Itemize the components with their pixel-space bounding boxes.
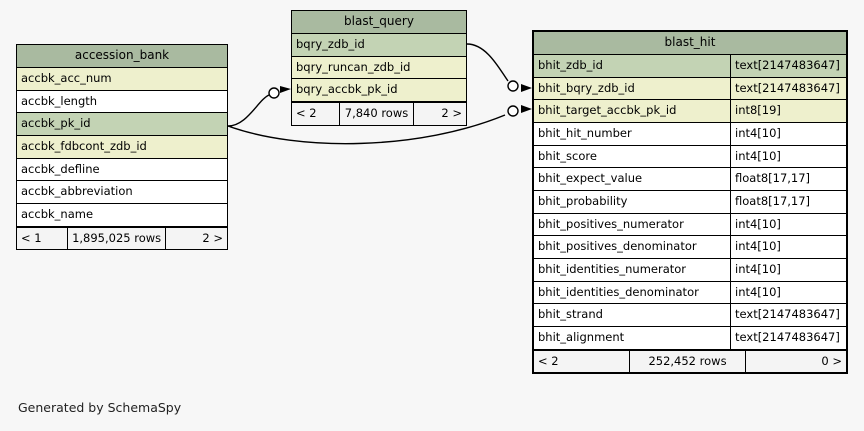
column-name: bhit_zdb_id [538, 58, 603, 73]
next-page-button[interactable]: 0 > [821, 353, 842, 368]
prev-page-button[interactable]: < 2 [292, 103, 340, 125]
column-name: bhit_expect_value [538, 171, 643, 186]
column-type: int4[10] [730, 123, 846, 145]
column-name: accbk_pk_id [21, 116, 91, 131]
column-row-bhit_target_accbk_pk_id[interactable]: bhit_target_accbk_pk_id int8[19] [534, 100, 846, 124]
connector-endpoint-circle [507, 105, 519, 117]
column-row-bhit_alignment[interactable]: bhit_alignment text[2147483647] [534, 326, 846, 350]
column-row-bhit_strand[interactable]: bhit_strand text[2147483647] [534, 304, 846, 327]
column-type: int4[10] [730, 258, 846, 281]
column-row-accbk_fdbcont_zdb_id[interactable]: accbk_fdbcont_zdb_id [17, 136, 227, 159]
column-name: bhit_positives_denominator [538, 239, 697, 254]
column-name: accbk_name [21, 207, 94, 222]
connector-endpoint-circle [507, 80, 519, 92]
column-type: text[2147483647] [730, 326, 846, 349]
column-name: accbk_length [21, 93, 98, 108]
column-name: accbk_abbreviation [21, 184, 133, 199]
column-row-bqry_zdb_id[interactable]: bqry_zdb_id [292, 34, 466, 57]
next-page-button[interactable]: 2 > [202, 230, 223, 245]
next-page-button[interactable]: 2 > [441, 106, 462, 121]
generated-by-label: Generated by SchemaSpy [18, 400, 182, 415]
column-row-accbk_abbreviation[interactable]: accbk_abbreviation [17, 181, 227, 205]
column-type: int4[10] [730, 145, 846, 168]
connector-endpoint-circle [268, 87, 280, 99]
connector-arrowhead [521, 105, 532, 113]
column-row-accbk_acc_num[interactable]: accbk_acc_num [17, 68, 227, 91]
column-row-bhit_probability[interactable]: bhit_probability float8[17,17] [534, 191, 846, 214]
table-blast_hit[interactable]: blast_hit bhit_zdb_id text[2147483647] b… [532, 30, 848, 375]
column-type: float8[17,17] [730, 191, 846, 213]
table-blast_query[interactable]: blast_query bqry_zdb_id bqry_runcan_zdb_… [291, 10, 467, 126]
column-name: bhit_identities_denominator [538, 284, 699, 299]
column-name: bhit_target_accbk_pk_id [538, 103, 677, 118]
column-row-bhit_score[interactable]: bhit_score int4[10] [534, 145, 846, 169]
column-row-bqry_accbk_pk_id[interactable]: bqry_accbk_pk_id [292, 79, 466, 103]
table-footer-blast_query: < 2 7,840 rows 2 > [292, 102, 466, 125]
connector-arrowhead [280, 86, 291, 93]
column-row-bhit_positives_numerator[interactable]: bhit_positives_numerator int4[10] [534, 213, 846, 237]
column-type: text[2147483647] [730, 55, 846, 77]
column-type: int4[10] [730, 213, 846, 236]
row-count-label: 252,452 rows [630, 350, 746, 373]
column-row-bhit_positives_denominator[interactable]: bhit_positives_denominator int4[10] [534, 236, 846, 259]
table-title-blast_hit: blast_hit [534, 32, 846, 56]
column-row-bhit_bqry_zdb_id[interactable]: bhit_bqry_zdb_id text[2147483647] [534, 77, 846, 101]
column-name: accbk_defline [21, 161, 100, 176]
column-type: int4[10] [730, 281, 846, 304]
table-title-accession_bank: accession_bank [17, 45, 227, 69]
column-name: accbk_acc_num [21, 71, 112, 86]
column-row-accbk_length[interactable]: accbk_length [17, 90, 227, 114]
prev-page-button[interactable]: < 2 [534, 350, 630, 373]
table-title-blast_query: blast_query [292, 11, 466, 35]
prev-page-button[interactable]: < 1 [17, 227, 69, 250]
column-name: bqry_runcan_zdb_id [296, 59, 411, 74]
row-count-label: 7,840 rows [340, 103, 414, 125]
table-footer-accession_bank: < 1 1,895,025 rows 2 > [17, 226, 227, 250]
column-name: bqry_zdb_id [296, 37, 365, 52]
column-row-accbk_pk_id[interactable]: accbk_pk_id [17, 113, 227, 137]
column-row-bqry_runcan_zdb_id[interactable]: bqry_runcan_zdb_id [292, 56, 466, 80]
column-type: text[2147483647] [730, 304, 846, 326]
connector-blast_query-blast_hit [466, 43, 532, 92]
column-name: accbk_fdbcont_zdb_id [21, 139, 147, 154]
column-name: bhit_positives_numerator [538, 216, 684, 231]
column-row-bhit_zdb_id[interactable]: bhit_zdb_id text[2147483647] [534, 55, 846, 78]
connector-accession_bank-blast_query [227, 86, 291, 127]
column-name: bqry_accbk_pk_id [296, 82, 398, 97]
column-name: bhit_alignment [538, 329, 625, 344]
column-name: bhit_score [538, 148, 597, 163]
row-count-label: 1,895,025 rows [68, 227, 167, 250]
column-row-accbk_name[interactable]: accbk_name [17, 204, 227, 227]
column-row-bhit_hit_number[interactable]: bhit_hit_number int4[10] [534, 123, 846, 146]
column-row-bhit_identities_denominator[interactable]: bhit_identities_denominator int4[10] [534, 281, 846, 305]
column-name: bhit_hit_number [538, 126, 632, 141]
column-row-accbk_defline[interactable]: accbk_defline [17, 158, 227, 182]
column-type: text[2147483647] [730, 77, 846, 100]
column-name: bhit_probability [538, 194, 628, 209]
column-row-bhit_expect_value[interactable]: bhit_expect_value float8[17,17] [534, 168, 846, 192]
column-name: bhit_bqry_zdb_id [538, 80, 635, 95]
column-type: int8[19] [730, 100, 846, 123]
column-row-bhit_identities_numerator[interactable]: bhit_identities_numerator int4[10] [534, 258, 846, 282]
table-footer-blast_hit: < 2 252,452 rows 0 > [534, 349, 846, 373]
column-type: int4[10] [730, 236, 846, 258]
column-name: bhit_identities_numerator [538, 261, 687, 276]
column-name: bhit_strand [538, 307, 603, 322]
table-accession_bank[interactable]: accession_bank accbk_acc_num accbk_lengt… [16, 44, 228, 251]
connector-arrowhead [521, 84, 532, 92]
column-type: float8[17,17] [730, 168, 846, 191]
